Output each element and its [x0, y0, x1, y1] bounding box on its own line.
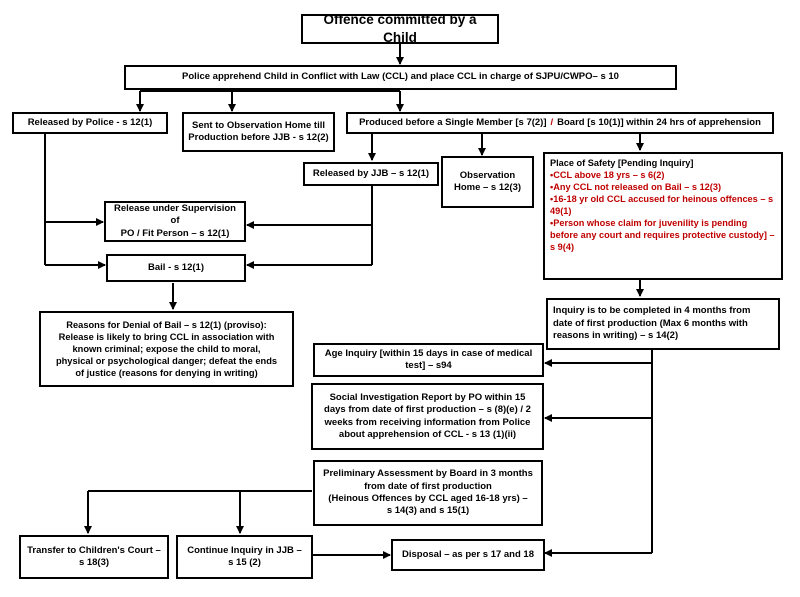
sir-line: about apprehension of CCL - s 13 (1)(ii) [338, 428, 517, 440]
police-apprehend-label: Police apprehend Child in Conflict with … [182, 71, 619, 83]
continue-line: s 15 (2) [228, 557, 261, 568]
released-by-jjb-label: Released by JJB – s 12(1) [312, 167, 430, 179]
produced-label-part1: Produced before a Single Member [s 7(2)] [359, 116, 547, 128]
transfer-line: s 18(3) [78, 557, 110, 568]
disposal-box: Disposal – as per s 17 and 18 [391, 539, 545, 571]
continue-inquiry-box: Continue Inquiry in JJB – s 15 (2) [176, 535, 313, 579]
disposal-label: Disposal – as per s 17 and 18 [401, 548, 534, 560]
bail-box: Bail - s 12(1) [106, 254, 246, 282]
prelim-line: s 14(3) and s 15(1) [386, 505, 470, 517]
prelim-line: Preliminary Assessment by Board in 3 mon… [323, 468, 533, 480]
inquiry-completion-box: Inquiry is to be completed in 4 months f… [546, 298, 780, 350]
sir-line: Social Investigation Report by PO within… [329, 391, 526, 403]
social-investigation-box: Social Investigation Report by PO within… [311, 383, 544, 450]
safety-item: •Person whose claim for juvenility is pe… [550, 217, 775, 252]
police-apprehend-box: Police apprehend Child in Conflict with … [124, 65, 677, 90]
released-by-police-box: Released by Police - s 12(1) [12, 112, 168, 134]
sir-line: days from date of first production – s (… [324, 404, 531, 416]
release-supervision-line: PO / Fit Person – s 12(1) [120, 227, 230, 239]
bail-label: Bail - s 12(1) [148, 261, 204, 273]
age-inquiry-box: Age Inquiry [within 15 days in case of m… [313, 343, 544, 377]
prelim-line: from date of first production [364, 480, 492, 492]
produced-before-box: Produced before a Single Member [s 7(2)]… [346, 112, 774, 134]
denial-line: Release is likely to bring CCL in associ… [58, 331, 275, 342]
inquiry-line: date of first production (Max 6 months w… [553, 317, 748, 329]
denial-line: Reasons for Denial of Bail – s 12(1) (pr… [66, 319, 267, 330]
released-by-jjb-box: Released by JJB – s 12(1) [303, 162, 439, 186]
denial-line: known criminal; expose the child to mora… [72, 343, 261, 354]
observation-home-line: Home – s 12(3) [453, 182, 522, 193]
safety-item: •16-18 yr old CCL accused for heinous of… [550, 193, 774, 216]
place-of-safety-box: Place of Safety [Pending Inquiry] •CCL a… [543, 152, 783, 280]
denial-line: of justice (reasons for denying in writi… [75, 368, 258, 379]
safety-item: •CCL above 18 yrs – s 6(2) [550, 169, 665, 180]
produced-separator: / [550, 116, 554, 128]
safety-item: •Any CCL not released on Bail – s 12(3) [550, 181, 722, 192]
offence-box: Offence committed by a Child [301, 12, 499, 45]
sir-line: weeks from receiving information from Po… [324, 416, 531, 428]
sent-observation-line: Sent to Observation Home till [191, 119, 326, 131]
inquiry-line: reasons in writing) – s 14(2) [553, 330, 679, 342]
denial-of-bail-box: Reasons for Denial of Bail – s 12(1) (pr… [39, 311, 294, 387]
offence-label: Offence committed by a Child [323, 12, 477, 45]
place-of-safety-title: Place of Safety [Pending Inquiry] [550, 158, 694, 168]
released-by-police-label: Released by Police - s 12(1) [27, 116, 153, 128]
inquiry-line: Inquiry is to be completed in 4 months f… [553, 305, 751, 317]
produced-label-part2: Board [s 10(1)] within 24 hrs of apprehe… [557, 116, 761, 128]
continue-line: Continue Inquiry in JJB – [187, 544, 302, 556]
release-supervision-line: Release under Supervision of [114, 202, 236, 227]
age-inquiry-line: Age Inquiry [within 15 days in case of m… [324, 347, 533, 359]
prelim-line: (Heinous Offences by CCL aged 16-18 yrs)… [328, 493, 528, 504]
transfer-line: Transfer to Children's Court – [27, 544, 161, 556]
transfer-childrens-court-box: Transfer to Children's Court – s 18(3) [19, 535, 169, 579]
denial-line: physical or psychological danger; defeat… [55, 356, 278, 367]
observation-home-box: Observation Home – s 12(3) [441, 156, 534, 208]
release-supervision-box: Release under Supervision of PO / Fit Pe… [104, 201, 246, 242]
observation-home-line: Observation [459, 169, 516, 181]
sent-observation-box: Sent to Observation Home till Production… [182, 112, 335, 152]
preliminary-assessment-box: Preliminary Assessment by Board in 3 mon… [313, 460, 543, 526]
sent-observation-line: Production before JJB - s 12(2) [188, 132, 329, 143]
age-inquiry-line: test] – s94 [405, 360, 452, 371]
